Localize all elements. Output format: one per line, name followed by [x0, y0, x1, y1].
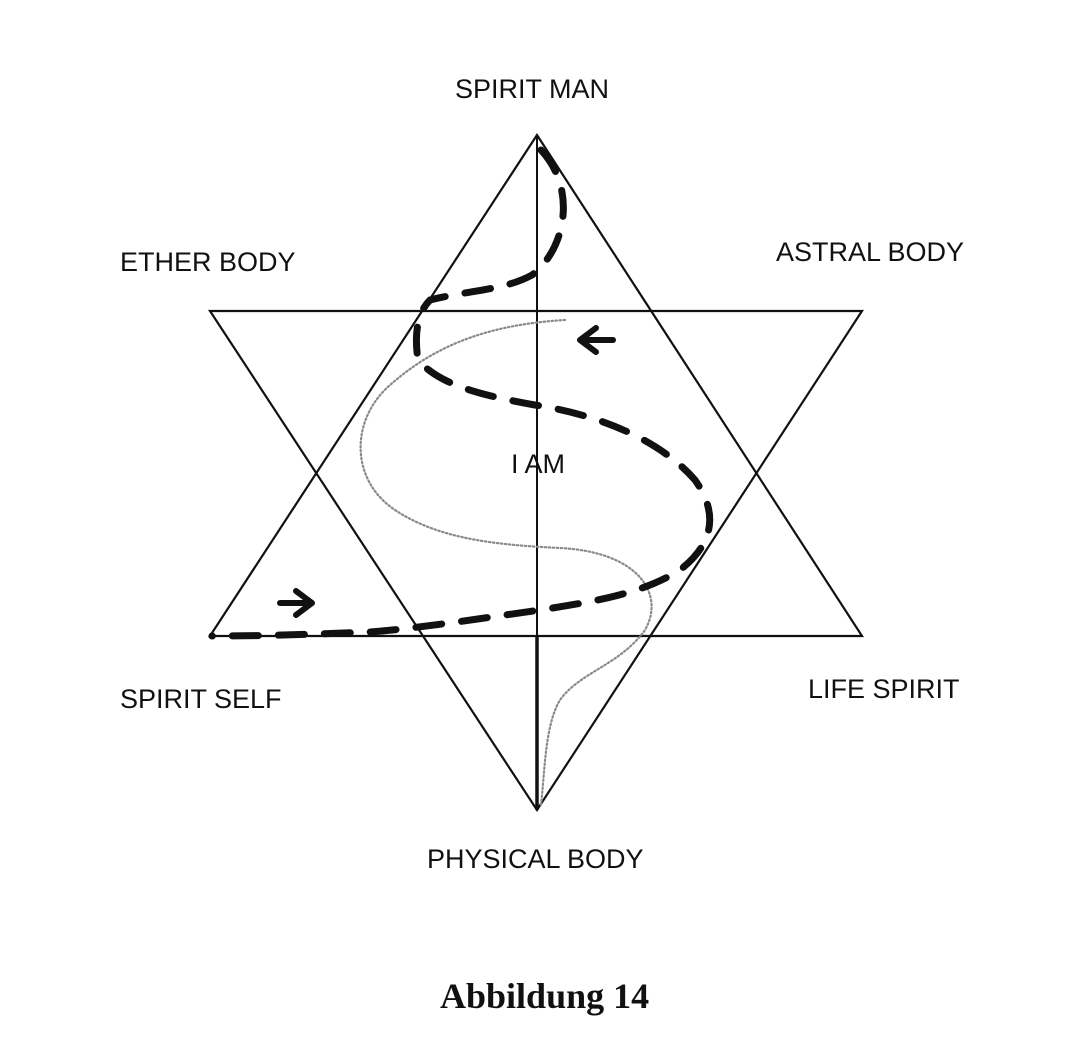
- dashed-spiral-path: [208, 146, 714, 640]
- arrow-left-icon: [577, 325, 616, 355]
- label-spirit-man: SPIRIT MAN: [455, 74, 610, 104]
- label-spirit-self: SPIRIT SELF: [120, 684, 282, 714]
- arrow-right-icon: [277, 588, 315, 618]
- dotted-s-curve: [359, 318, 653, 807]
- figure-caption: Abbildung 14: [440, 976, 650, 1016]
- label-ether-body: ETHER BODY: [120, 247, 296, 277]
- label-life-spirit: LIFE SPIRIT: [808, 674, 960, 704]
- label-physical-body: PHYSICAL BODY: [427, 844, 644, 874]
- label-astral-body: ASTRAL BODY: [776, 237, 965, 267]
- label-i-am: I AM: [511, 449, 566, 479]
